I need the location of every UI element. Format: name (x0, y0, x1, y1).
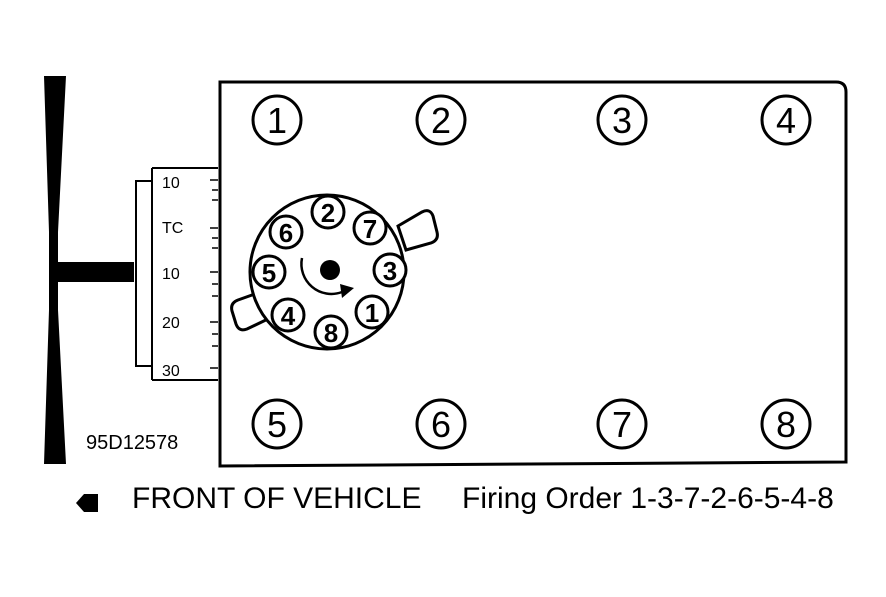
timing-label-20: 20 (162, 315, 180, 332)
rotation-arrow (300, 257, 343, 296)
timing-label-10-btdc: 10 (162, 175, 180, 192)
front-of-vehicle-label: FRONT OF VEHICLE (132, 482, 422, 515)
timing-label-10-atdc: 10 (162, 266, 180, 283)
cylinder-6: 6 (415, 398, 467, 450)
distributor-terminal: 7 (352, 210, 388, 246)
distributor-terminal: 4 (270, 297, 306, 333)
rotation-arrowhead (340, 284, 354, 298)
front-arrow-icon (76, 494, 98, 512)
svg-text:1: 1 (267, 100, 287, 141)
cylinder-7: 7 (596, 398, 648, 450)
timing-scale-ticks (210, 179, 218, 369)
firing-order-label: Firing Order 1-3-7-2-6-5-4-8 (462, 482, 834, 515)
cylinder-4: 4 (760, 94, 812, 146)
cylinder-5: 5 (251, 398, 303, 450)
distributor-terminal: 1 (354, 294, 390, 330)
svg-text:3: 3 (612, 100, 632, 141)
distributor-terminal: 2 (310, 194, 346, 230)
distributor-terminal: 8 (313, 314, 349, 350)
cylinder-1: 1 (251, 94, 303, 146)
distributor-terminal: 5 (251, 254, 287, 290)
distributor-tab-upper (396, 209, 439, 252)
timing-label-tc: TC (162, 220, 183, 237)
distributor-terminal: 3 (372, 252, 408, 288)
cylinder-3: 3 (596, 94, 648, 146)
svg-text:2: 2 (321, 198, 335, 228)
svg-text:7: 7 (612, 404, 632, 445)
svg-text:7: 7 (363, 214, 377, 244)
timing-scale-bracket (135, 180, 152, 367)
timing-label-30: 30 (162, 363, 180, 380)
svg-text:3: 3 (383, 256, 397, 286)
distributor-terminal: 6 (268, 214, 304, 250)
svg-text:2: 2 (431, 100, 451, 141)
svg-text:5: 5 (262, 258, 276, 288)
crank-pulley-shape (44, 76, 134, 464)
svg-text:8: 8 (324, 318, 338, 348)
svg-text:1: 1 (365, 298, 379, 328)
svg-text:6: 6 (279, 218, 293, 248)
svg-text:4: 4 (281, 301, 296, 331)
cylinder-8: 8 (760, 398, 812, 450)
svg-text:5: 5 (267, 404, 287, 445)
svg-text:6: 6 (431, 404, 451, 445)
rotor-shaft (320, 260, 340, 280)
cylinder-2: 2 (415, 94, 467, 146)
svg-text:4: 4 (776, 100, 796, 141)
engine-block-outline (218, 80, 848, 468)
svg-text:8: 8 (776, 404, 796, 445)
diagram-id: 95D12578 (86, 432, 179, 454)
